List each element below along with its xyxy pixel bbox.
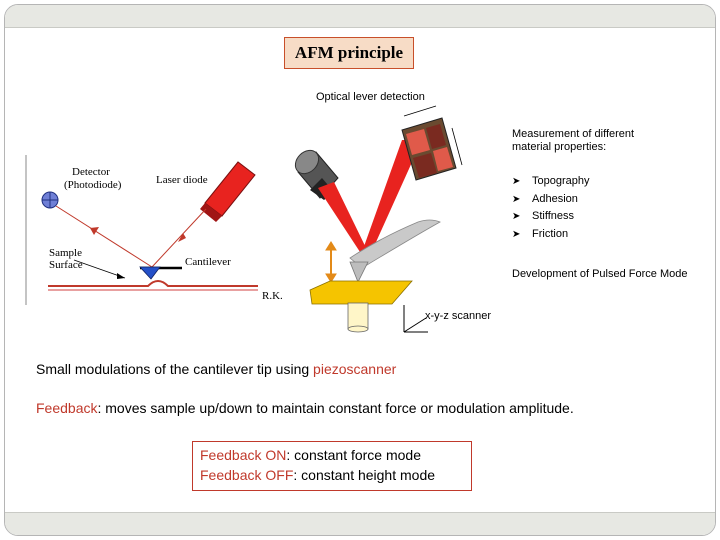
slide-title: AFM principle	[284, 37, 414, 69]
left-diagram	[25, 155, 258, 305]
vertical-motion-arrow-icon	[325, 241, 337, 283]
arrow-bullet-icon: ➤	[512, 176, 521, 187]
laser-beam-path	[55, 205, 207, 268]
piezo-cylinder	[347, 302, 369, 333]
laser-cone-incident	[318, 182, 368, 255]
cantilever-tip	[349, 261, 369, 283]
detector-sublabel: (Photodiode)	[64, 179, 122, 191]
sample-label: Sample	[49, 247, 82, 259]
scanner-label: x-y-z scanner	[425, 310, 492, 322]
optical-lever-caption: Optical lever detection	[316, 91, 425, 103]
feedback-sentence: Feedback: moves sample up/down to mainta…	[36, 400, 574, 416]
list-item: ➤Adhesion	[512, 191, 590, 209]
author-initials: R.K.	[262, 290, 283, 302]
cantilever-beam	[349, 219, 441, 269]
detector-icon	[41, 191, 59, 209]
modulation-sentence: Small modulations of the cantilever tip …	[36, 361, 397, 377]
list-item: ➤Friction	[512, 226, 590, 244]
arrow-bullet-icon: ➤	[512, 211, 521, 222]
feedback-on-row: Feedback ON: constant force mode	[200, 447, 422, 463]
feedback-modes-box: Feedback ON: constant force mode Feedbac…	[192, 441, 472, 491]
segmented-photodiode-icon	[401, 105, 463, 181]
xyz-axes-icon	[403, 305, 428, 333]
piezoscanner-highlight: piezoscanner	[313, 361, 397, 377]
measurement-heading: Measurement of different	[512, 128, 635, 140]
laser-cone-reflected	[362, 140, 422, 252]
top-band	[5, 5, 715, 28]
list-item: ➤Topography	[512, 173, 590, 191]
surface-label: Surface	[49, 259, 83, 271]
laser-diode-label: Laser diode	[156, 174, 208, 186]
arrow-bullet-icon: ➤	[512, 193, 521, 205]
detector-label: Detector	[72, 166, 110, 178]
property-list: ➤Topography ➤Adhesion ➤Stiffness ➤Fricti…	[512, 173, 590, 243]
pulsed-force-mode-label: Development of Pulsed Force Mode	[512, 268, 688, 280]
measurement-heading-2: material properties:	[512, 141, 607, 153]
cantilever-label: Cantilever	[185, 256, 231, 268]
list-item: ➤Stiffness	[512, 208, 590, 226]
laser-diode-icon	[200, 161, 256, 222]
arrow-bullet-icon: ➤	[512, 228, 521, 240]
scanner-plate	[309, 280, 413, 305]
sample-surface	[48, 280, 258, 291]
right-diagram	[294, 105, 463, 333]
feedback-off-row: Feedback OFF: constant height mode	[200, 467, 436, 483]
feedback-highlight: Feedback	[36, 400, 98, 416]
cantilever	[139, 266, 182, 280]
bottom-band	[5, 512, 715, 535]
